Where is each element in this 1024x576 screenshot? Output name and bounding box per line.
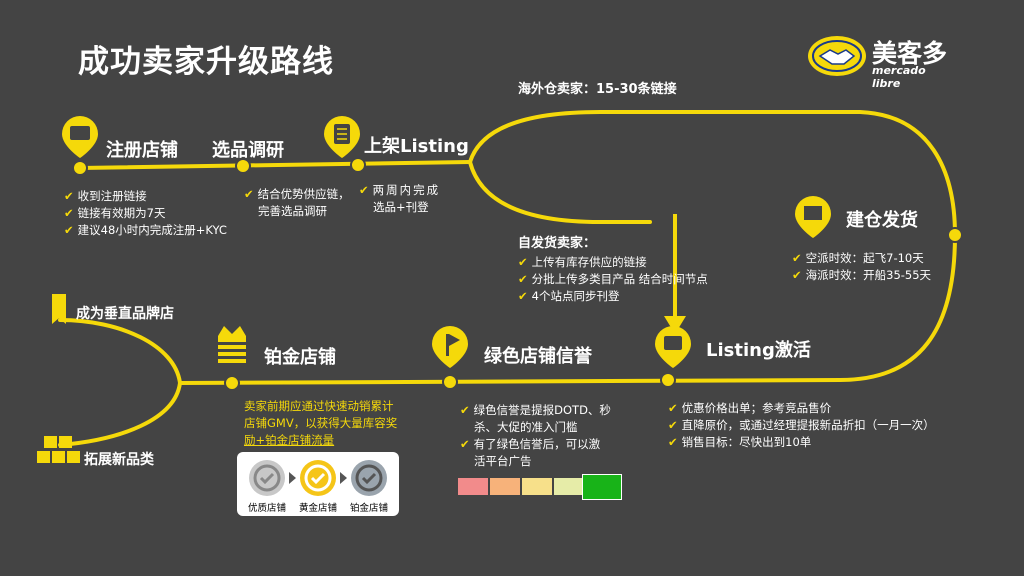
step-green: 绿色店铺信誉 [484, 346, 592, 367]
list-item: 杀、大促的准入门槛 [474, 420, 578, 434]
platinum-badge-icon [351, 460, 387, 496]
arrow-right-icon [289, 472, 296, 484]
reputation-bar-red [458, 478, 488, 495]
overseas-seller-note: 海外仓卖家：15-30条链接 [518, 82, 677, 97]
list-item: ✔链接有效期为7天 [64, 206, 166, 220]
step-activate: Listing激活 [706, 340, 811, 361]
tier-label: 优质店铺 [247, 503, 286, 514]
list-item: ✔4个站点同步刊登 [518, 289, 620, 303]
green-list: ✔绿色信誉是提报DOTD、秒 杀、大促的准入门槛 ✔有了绿色信誉后，可以激 活平… [460, 402, 611, 470]
list-item: ✔分批上传多类目产品 结合时间节点 [518, 272, 708, 286]
warehouse-list: ✔空派时效：起飞7-10天 ✔海派时效：开船35-55天 [792, 250, 931, 284]
arrow-right-icon [340, 472, 347, 484]
register-list: ✔收到注册链接 ✔链接有效期为7天 ✔建议48小时内完成注册+KYC [64, 188, 227, 239]
research-list: ✔结合优势供应链， 完善选品调研 [244, 186, 350, 220]
tier-label: 黄金店铺 [298, 503, 337, 514]
logo-en-text: mercado libre [872, 64, 926, 90]
activate-list: ✔优惠价格出单；参考竞品售价 ✔直降原价，或通过经理提报新品折扣（一月一次） ✔… [668, 400, 935, 451]
logo-cn-text: 美客多 [872, 39, 948, 68]
step-expand: 拓展新品类 [84, 452, 154, 468]
self-ship-title: 自发货卖家： [518, 236, 597, 251]
tier-label: 铂金店铺 [349, 503, 388, 514]
list-item: ✔空派时效：起飞7-10天 [792, 251, 924, 265]
list-item: 选品+刊登 [373, 200, 429, 214]
step-listing: 上架Listing [364, 136, 469, 157]
list-item: 完善选品调研 [258, 204, 327, 218]
platinum-note: 卖家前期应通过快速动销累计 店铺GMV，以获得大量库容奖 励+铂金店铺流量 [244, 399, 398, 447]
list-item: ✔上传有库存供应的链接 [518, 255, 647, 269]
mercado-libre-logo: 美客多 mercado libre [806, 34, 956, 90]
self-ship-block: 自发货卖家： ✔上传有库存供应的链接 ✔分批上传多类目产品 结合时间节点 ✔4个… [518, 235, 708, 305]
list-item: ✔优惠价格出单；参考竞品售价 [668, 401, 832, 415]
reputation-bar-yellow [522, 478, 552, 495]
list-item: ✔收到注册链接 [64, 189, 147, 203]
step-brand: 成为垂直品牌店 [76, 306, 174, 322]
reputation-bar-lightgreen [554, 478, 582, 495]
list-item: ✔直降原价，或通过经理提报新品折扣（一月一次） [668, 418, 935, 432]
store-tier-panel: 优质店铺 黄金店铺 铂金店铺 [237, 452, 399, 516]
step-research: 选品调研 [212, 140, 284, 161]
list-item: ✔建议48小时内完成注册+KYC [64, 223, 227, 237]
list-item: ✔有了绿色信誉后，可以激 [460, 437, 601, 451]
reputation-bar-green [582, 474, 622, 500]
list-item: ✔绿色信誉是提报DOTD、秒 [460, 403, 611, 417]
list-item: ✔结合优势供应链， [244, 187, 350, 201]
gold-badge-icon [300, 460, 336, 496]
list-item: ✔海派时效：开船35-55天 [792, 268, 932, 282]
list-item: ✔销售目标：尽快出到10单 [668, 435, 812, 449]
quality-badge-icon [249, 460, 285, 496]
step-platinum: 铂金店铺 [264, 347, 336, 368]
list-item: 活平台广告 [474, 454, 532, 468]
reputation-bar-orange [490, 478, 520, 495]
step-register: 注册店铺 [106, 140, 178, 161]
handshake-icon [808, 36, 866, 76]
listing-list: ✔两周内完成 选品+刊登 [359, 182, 440, 216]
page-title: 成功卖家升级路线 [78, 44, 334, 80]
step-warehouse: 建仓发货 [846, 210, 918, 231]
list-item: ✔两周内完成 [359, 183, 441, 197]
